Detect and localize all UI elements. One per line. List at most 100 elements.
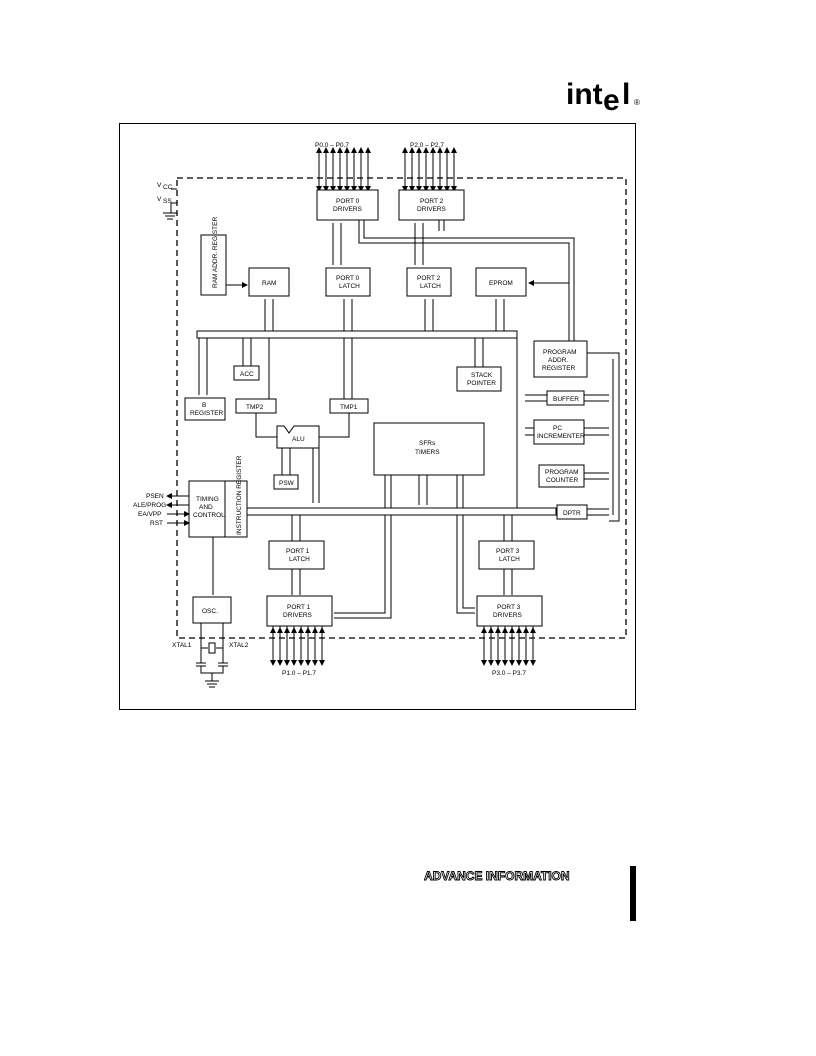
ea-vpp-label: EA/VPP — [138, 511, 161, 518]
port1-latch-block: PORT 1 LATCH — [268, 540, 325, 570]
logo-text-int: int — [566, 78, 603, 111]
port3-latch-line2: LATCH — [499, 556, 520, 563]
ram-block: RAM — [248, 267, 290, 297]
port0-drivers-line2: DRIVERS — [333, 206, 363, 213]
rst-label: RST — [150, 520, 163, 527]
address-bus-upper — [358, 220, 575, 341]
control-signals — [166, 493, 190, 526]
psw-block: PSW — [273, 474, 299, 490]
psen-label: PSEN — [146, 493, 164, 500]
alu-block: ALU — [276, 425, 320, 449]
block-diagram: P0.0 – P0.7 P2.0 – P2.7 V CC V SS PORT 0… — [133, 142, 627, 688]
port0-latch-line1: PORT 0 — [336, 275, 360, 282]
port3-drivers-line1: PORT 3 — [497, 604, 521, 611]
port2-drivers-block: PORT 2 DRIVERS — [398, 189, 465, 221]
crystal-circuit — [196, 623, 228, 688]
program-counter-line2: COUNTER — [546, 477, 578, 484]
ram-addr-register-label: RAM ADDR. REGISTER — [212, 217, 219, 288]
program-addr-register-block: PROGRAM ADDR. REGISTER — [533, 340, 588, 378]
pc-incrementer-line1: PC — [553, 425, 562, 432]
timing-line1: TIMING — [196, 496, 219, 503]
port0-latch-block: PORT 0 LATCH — [325, 267, 371, 297]
b-register-line1: B — [202, 402, 206, 409]
port0-drivers-line1: PORT 0 — [336, 198, 360, 205]
acc-label: ACC — [240, 371, 254, 378]
revision-bar — [630, 866, 636, 921]
intel-logo: int e l ® — [566, 78, 640, 116]
vcc-sub-label: CC — [163, 184, 173, 191]
acc-block: ACC — [233, 365, 260, 381]
port0-latch-line2: LATCH — [339, 283, 360, 290]
tmp1-block: TMP1 — [329, 398, 369, 414]
port2-drivers-line2: DRIVERS — [417, 206, 447, 213]
port3-drivers-line2: DRIVERS — [493, 612, 523, 619]
buffer-block: BUFFER — [546, 390, 585, 406]
power-supply: V CC V SS — [157, 182, 177, 220]
figure-frame — [119, 123, 636, 710]
dptr-block: DPTR — [556, 504, 588, 520]
port2-latch-block: PORT 2 LATCH — [406, 267, 452, 297]
eprom-block: EPROM — [475, 267, 527, 297]
port3-latch-line1: PORT 3 — [496, 548, 520, 555]
advance-information-text: ADVANCE INFORMATION — [424, 869, 570, 883]
port1-range-label: P1.0 – P1.7 — [282, 670, 316, 677]
pc-incrementer-line2: INCREMENTER — [537, 433, 585, 440]
buffer-label: BUFFER — [553, 396, 579, 403]
port2-latch-line1: PORT 2 — [417, 275, 441, 282]
pc-incrementer-block: PC INCREMENTER — [533, 419, 585, 445]
ram-addr-register-block: RAM ADDR. REGISTER — [200, 217, 227, 296]
internal-bus — [196, 330, 518, 339]
port3-range-label: P3.0 – P3.7 — [492, 670, 526, 677]
instruction-register-label: INSTRUCTION REGISTER — [236, 455, 243, 535]
program-addr-register-line1: PROGRAM — [543, 349, 577, 356]
port1-drivers-block: PORT 1 DRIVERS — [266, 595, 333, 627]
program-addr-register-line3: REGISTER — [542, 365, 576, 372]
ale-prog-label: ALE/PROG — [133, 502, 166, 509]
dptr-label: DPTR — [563, 510, 581, 517]
ram-label: RAM — [262, 280, 276, 287]
b-register-line2: REGISTER — [190, 410, 224, 417]
port0-drivers-block: PORT 0 DRIVERS — [316, 189, 379, 221]
eprom-label: EPROM — [489, 280, 513, 287]
psw-label: PSW — [279, 480, 295, 487]
right-side-links — [525, 352, 620, 522]
vcc-label: V — [157, 182, 162, 189]
chip-boundary — [176, 177, 627, 639]
sfrs-line2: TIMERS — [415, 449, 440, 456]
port2-drivers-line1: PORT 2 — [420, 198, 444, 205]
timing-control-block: TIMING AND CONTROL INSTRUCTION REGISTER — [188, 455, 248, 538]
alu-label: ALU — [292, 436, 305, 443]
timing-line2: AND — [199, 504, 213, 511]
port2-range-label: P2.0 – P2.7 — [410, 142, 444, 149]
tmp2-block: TMP2 — [235, 398, 277, 414]
port3-drivers-block: PORT 3 DRIVERS — [476, 595, 543, 627]
vss-label: V — [157, 196, 162, 203]
port1-drivers-line2: DRIVERS — [283, 612, 313, 619]
port3-latch-block: PORT 3 LATCH — [478, 540, 535, 570]
xtal2-label: XTAL2 — [229, 642, 249, 649]
port1-latch-line1: PORT 1 — [286, 548, 310, 555]
stack-pointer-line2: POINTER — [467, 380, 496, 387]
stack-pointer-block: STACK POINTER — [456, 366, 502, 392]
stack-pointer-line1: STACK — [471, 372, 493, 379]
sfrs-line1: SFRs — [419, 440, 436, 447]
lower-bus — [245, 507, 557, 516]
logo-text-e: e — [603, 84, 620, 116]
sfrs-timers-block: SFRs TIMERS — [373, 422, 485, 476]
vss-sub-label: SS — [163, 198, 172, 205]
program-counter-block: PROGRAM COUNTER — [538, 464, 585, 488]
port2-latch-line2: LATCH — [420, 283, 441, 290]
advance-information-label: ADVANCE INFORMATION — [424, 869, 570, 884]
xtal1-label: XTAL1 — [172, 642, 192, 649]
osc-block: OSC. — [192, 596, 232, 624]
port1-latch-line2: LATCH — [289, 556, 310, 563]
timing-line3: CONTROL — [193, 512, 225, 519]
port1-drivers-line1: PORT 1 — [287, 604, 311, 611]
osc-label: OSC. — [202, 608, 218, 615]
logo-text-l: l — [622, 78, 630, 111]
tmp2-label: TMP2 — [246, 404, 264, 411]
program-addr-register-line2: ADDR. — [548, 357, 568, 364]
port0-range-label: P0.0 – P0.7 — [315, 142, 349, 149]
b-register-block: B REGISTER — [184, 397, 226, 421]
program-counter-line1: PROGRAM — [545, 469, 579, 476]
